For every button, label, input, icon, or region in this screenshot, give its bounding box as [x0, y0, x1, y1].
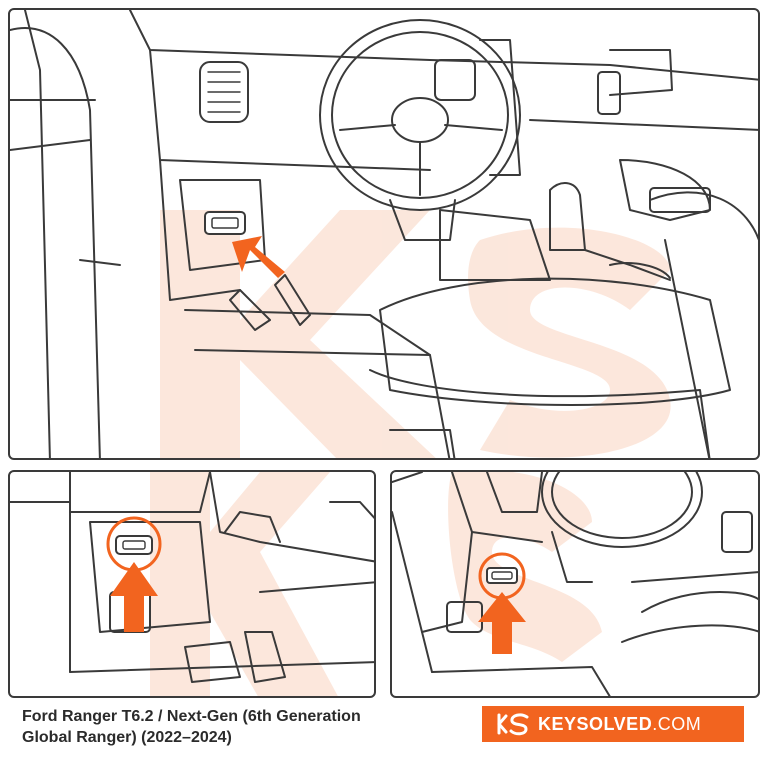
brand-tld: .COM [652, 713, 702, 734]
ks-watermark [448, 472, 602, 662]
ks-watermark [160, 210, 671, 458]
main-interior-illustration [8, 8, 760, 460]
arrow-up-icon [478, 592, 526, 654]
caption-line-2: Global Ranger) (2022–2024) [22, 729, 232, 746]
interior-drawing [10, 10, 758, 458]
vehicle-caption: Ford Ranger T6.2 / Next-Gen (6th Generat… [22, 706, 452, 748]
closeup-right-illustration [390, 470, 760, 698]
closeup-right-drawing [392, 472, 758, 696]
closeup-left-drawing [10, 472, 374, 696]
ks-logo-icon [497, 713, 529, 736]
arrow-up-icon [110, 562, 158, 632]
closeup-left-illustration [8, 470, 376, 698]
keysolved-brand-banner[interactable]: KEYSOLVED.COM [482, 706, 744, 742]
obd-port-icon [204, 211, 246, 235]
arrow-pointer-icon [232, 236, 285, 278]
ks-watermark [150, 472, 338, 696]
caption-line-1: Ford Ranger T6.2 / Next-Gen (6th Generat… [22, 708, 361, 725]
brand-name: KEYSOLVED [538, 713, 653, 734]
